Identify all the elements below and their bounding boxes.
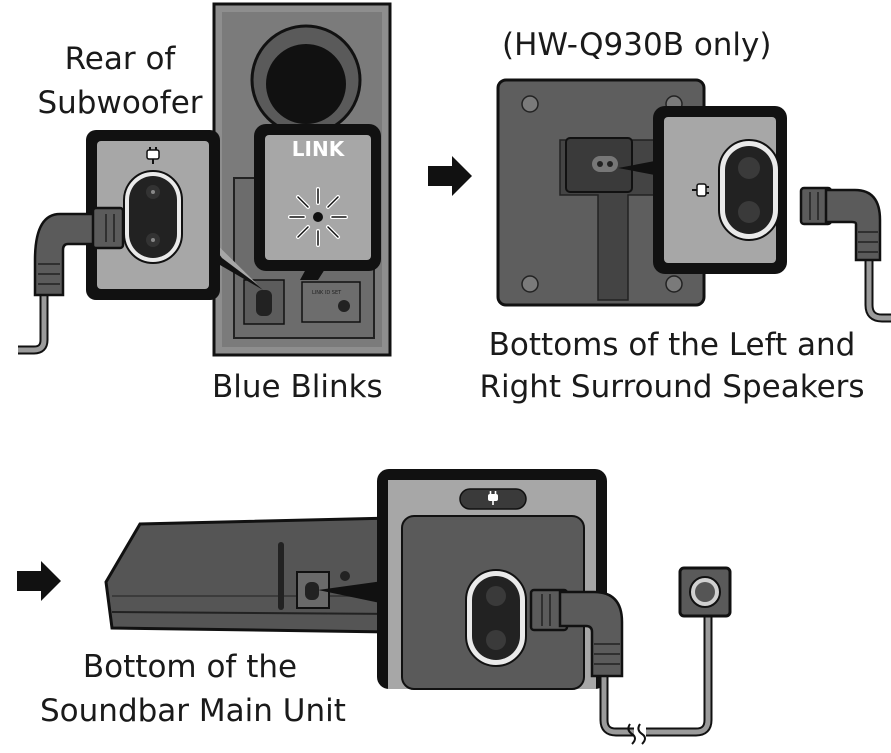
link-inset: LINK [254,124,381,280]
link-label: LINK [292,137,346,161]
rear-of-subwoofer-label-line2: Subwoofer [37,85,203,121]
blinking-led-icon [288,187,348,247]
subwoofer-power-inset [86,130,263,300]
cable-break-icon [627,723,646,745]
soundbar-label-line2: Soundbar Main Unit [40,693,346,729]
power-plug-icon [146,147,160,164]
soundbar-main-unit [104,516,394,634]
power-plug-icon [488,491,498,505]
subwoofer-power-cable [18,206,125,355]
rear-of-subwoofer-label-line1: Rear of [64,41,176,77]
surround-power-cable [799,186,891,323]
svg-text:LINK ID SET: LINK ID SET [312,290,342,296]
surround-power-inset [653,106,787,274]
hw-q930b-only-label: (HW-Q930B only) [502,27,772,63]
power-plug-icon [692,183,709,197]
soundbar-power-cable [529,588,713,745]
right-arrow-icon [17,561,61,601]
soundbar-label-line1: Bottom of the [82,649,298,685]
wall-outlet [678,566,732,618]
soundbar-power-inset [377,469,607,690]
surround-speaker-bottom [496,78,706,307]
surround-speakers-label-line2: Right Surround Speakers [479,369,865,405]
blue-blinks-label: Blue Blinks [212,369,383,405]
right-arrow-icon [428,156,472,196]
surround-speakers-label-line1: Bottoms of the Left and [488,327,856,363]
